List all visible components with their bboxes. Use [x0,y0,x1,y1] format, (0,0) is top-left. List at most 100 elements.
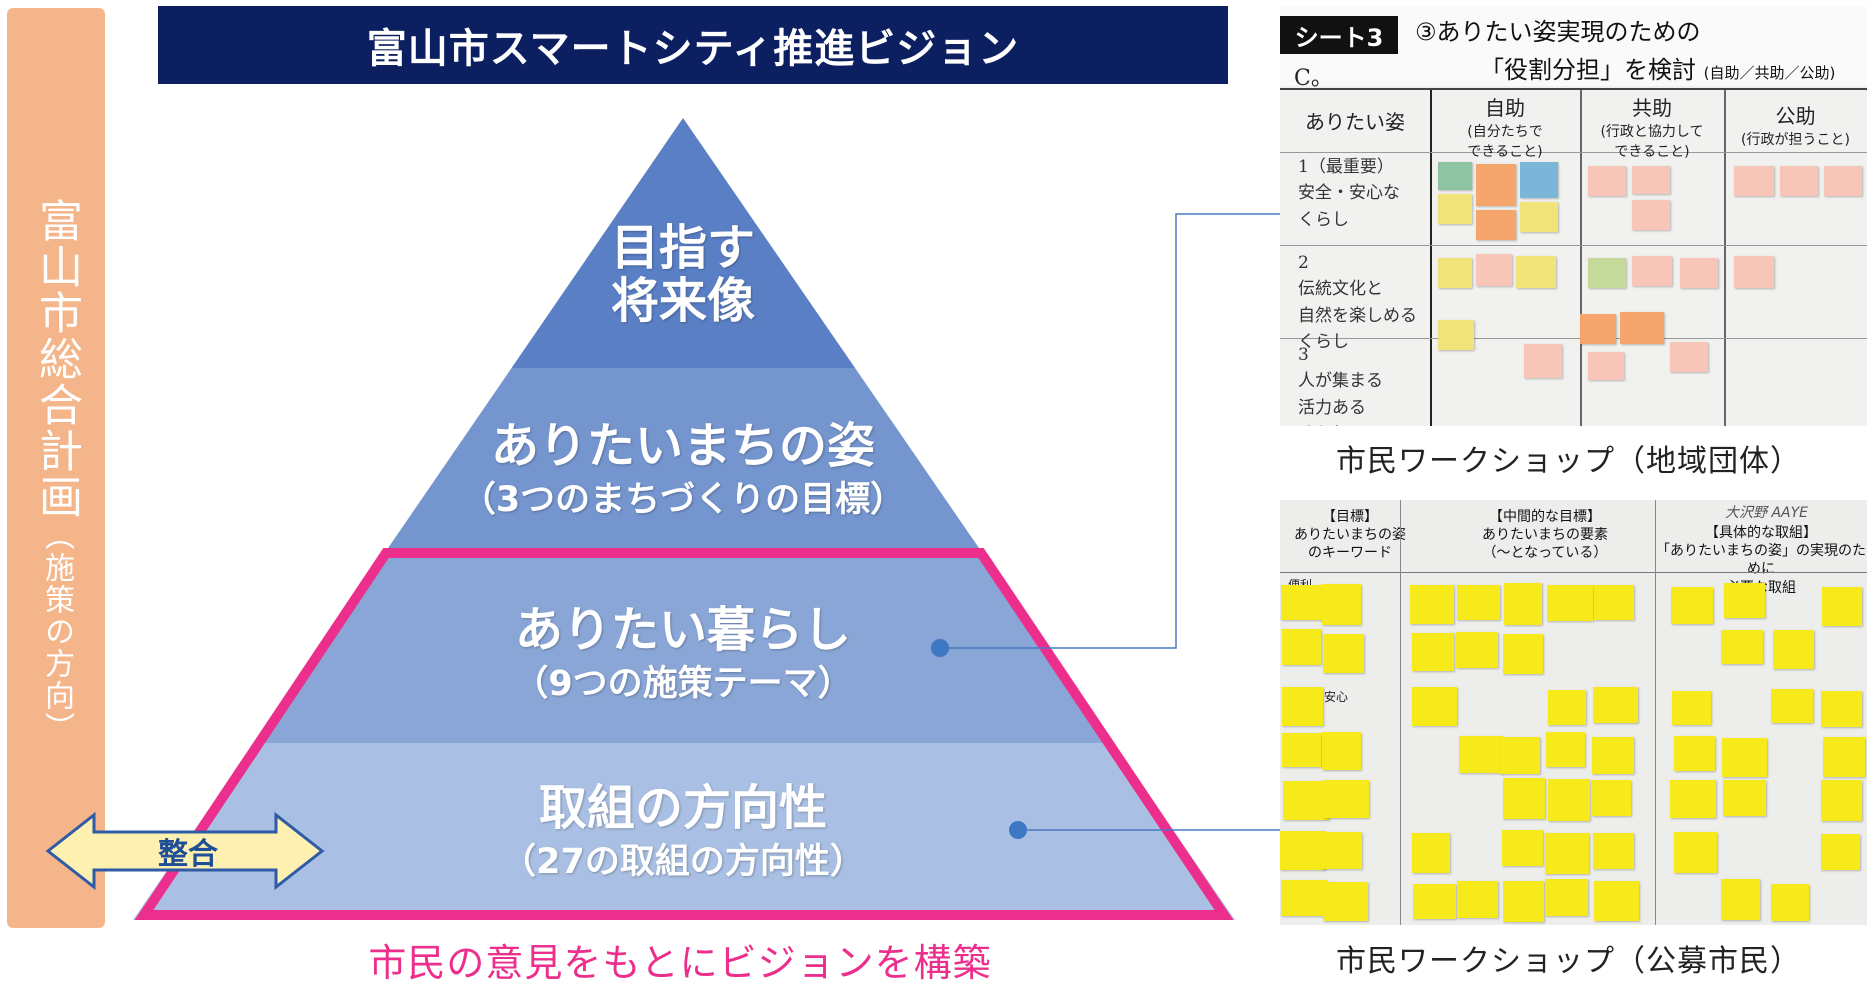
vision-title-text: 富山市スマートシティ推進ビジョン [366,26,1020,72]
col-header-self-sub: (自分たちで できること) [1467,124,1543,160]
sticky-note [1476,164,1516,206]
board-header-intermediate: 【中間的な目標】 ありたいまちの要素 （～となっている） [1482,509,1608,562]
sticky-note [1412,833,1450,873]
sticky-note [1322,732,1361,770]
sticky-note [1670,780,1716,818]
sticky-note [1822,587,1862,626]
sticky-note [1412,687,1457,726]
level-goals-paren: （3つのまちづくりの目標） [460,479,906,520]
highlight-frame [134,548,1234,920]
grid-divider [1430,90,1432,426]
sticky-note [1672,691,1711,725]
sticky-note [1503,634,1543,674]
level-vision-text: 目指す 将来像 [533,222,833,328]
sticky-note [1588,352,1624,380]
col-header-self: 自助 (自分たちで できること) [1430,92,1580,161]
sticky-note [1457,585,1500,620]
sticky-note [1773,630,1814,669]
sticky-note [1322,832,1362,869]
sticky-note [1438,320,1474,350]
sticky-note [1503,778,1545,819]
sticky-note [1588,258,1626,288]
sticky-note [1282,687,1323,726]
sticky-note [1771,689,1813,723]
connector-dot-2 [1009,821,1027,839]
sticky-note [1548,779,1590,821]
col-header-mutual: 共助 (行政と協力して できること) [1580,92,1724,161]
alignment-label: 整合 [158,837,218,872]
general-plan-sidebar: 富山市総合計画（施策の方向） [7,8,105,928]
sticky-note [1438,162,1472,190]
grid-row-line [1280,245,1867,246]
level-vision-line1: 目指す [610,220,755,276]
sheet-title-2: 「役割分担」を検討 (自助／共助／公助) [1480,50,1835,85]
connector-dot-1 [931,639,949,657]
sticky-note [1721,879,1760,920]
sticky-note [1280,831,1325,870]
sticky-note [1476,254,1512,286]
sticky-note [1620,312,1664,344]
sticky-note [1323,634,1364,673]
sticky-note [1545,879,1588,916]
sticky-note [1580,314,1616,344]
sticky-note [1593,833,1634,869]
sticky-note [1771,884,1809,921]
sticky-note [1520,162,1558,198]
sticky-note [1456,632,1498,668]
sticky-note [1780,166,1818,196]
sticky-note [1632,200,1670,230]
sheet-title-2-main: 「役割分担」を検討 [1480,56,1696,84]
level-lifestyle-paren: （9つの施策テーマ） [513,663,853,704]
level-goals-text: ありたいまちの姿 （3つのまちづくりの目標） [433,420,933,519]
sticky-note [1459,736,1503,773]
sticky-note [1594,881,1639,921]
sticky-note [1504,583,1542,625]
sticky-note [1734,256,1774,288]
sticky-note [1413,884,1456,919]
sticky-note [1503,881,1544,922]
photo-caption-public: 市民ワークショップ（公募市民） [1336,944,1801,979]
level-direction-text: 取組の方向性 （27の取組の方向性） [433,782,933,881]
general-plan-main: 富山市総合計画 [31,198,82,520]
sticky-note [1323,780,1369,818]
level-direction-paren: （27の取組の方向性） [501,841,865,882]
sticky-note [1438,258,1472,288]
sticky-note [1670,342,1708,372]
grid-divider [1580,90,1582,426]
sticky-note [1282,629,1321,665]
sticky-note [1500,737,1540,774]
sticky-note [1588,166,1626,196]
sticky-note [1546,732,1585,767]
sticky-note [1520,202,1558,232]
level-vision-line2: 将来像 [610,272,755,329]
sheet-title-1: ③ありたい姿実現のための [1415,18,1701,46]
sticky-note [1457,881,1498,918]
sheet-grid: ありたい姿 自助 (自分たちで できること) 共助 (行政と協力して できること… [1280,88,1867,426]
sticky-note [1547,585,1593,621]
sticky-note [1632,166,1670,194]
board-header-goal: 【目標】 ありたいまちの姿 のキーワード [1294,509,1406,562]
board-line [1280,572,1867,573]
sticky-note [1722,738,1767,777]
level-lifestyle-main: ありたい暮らし [514,602,851,658]
sticky-note [1476,210,1516,240]
row-label-2: 2 伝統文化と 自然を楽しめる くらし [1298,253,1417,353]
sticky-note [1593,687,1638,723]
sticky-note [1671,587,1713,624]
grid-divider [1724,90,1726,426]
sheet-title-note: (自助／共助／公助) [1703,64,1836,82]
level-lifestyle-text: ありたい暮らし （9つの施策テーマ） [433,604,933,703]
sticky-note [1502,830,1543,866]
double-arrow-icon [45,811,325,891]
pyramid-level-4 [133,743,1235,920]
sticky-note [1438,194,1472,224]
sticky-note [1721,630,1763,664]
sticky-note [1592,780,1631,816]
sticky-note [1592,737,1634,774]
sheet-header: シート3 ③ありたい姿実現のための 「役割分担」を検討 (自助／共助／公助) C… [1280,6,1867,91]
sticky-note [1545,833,1589,874]
sticky-note [1282,733,1321,767]
col-header-public-sub: (行政が担うこと) [1741,132,1850,148]
